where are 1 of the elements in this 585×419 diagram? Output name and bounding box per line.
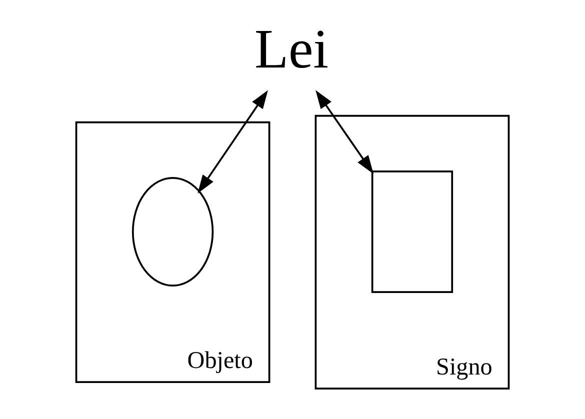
node-text: Lei (254, 18, 329, 81)
